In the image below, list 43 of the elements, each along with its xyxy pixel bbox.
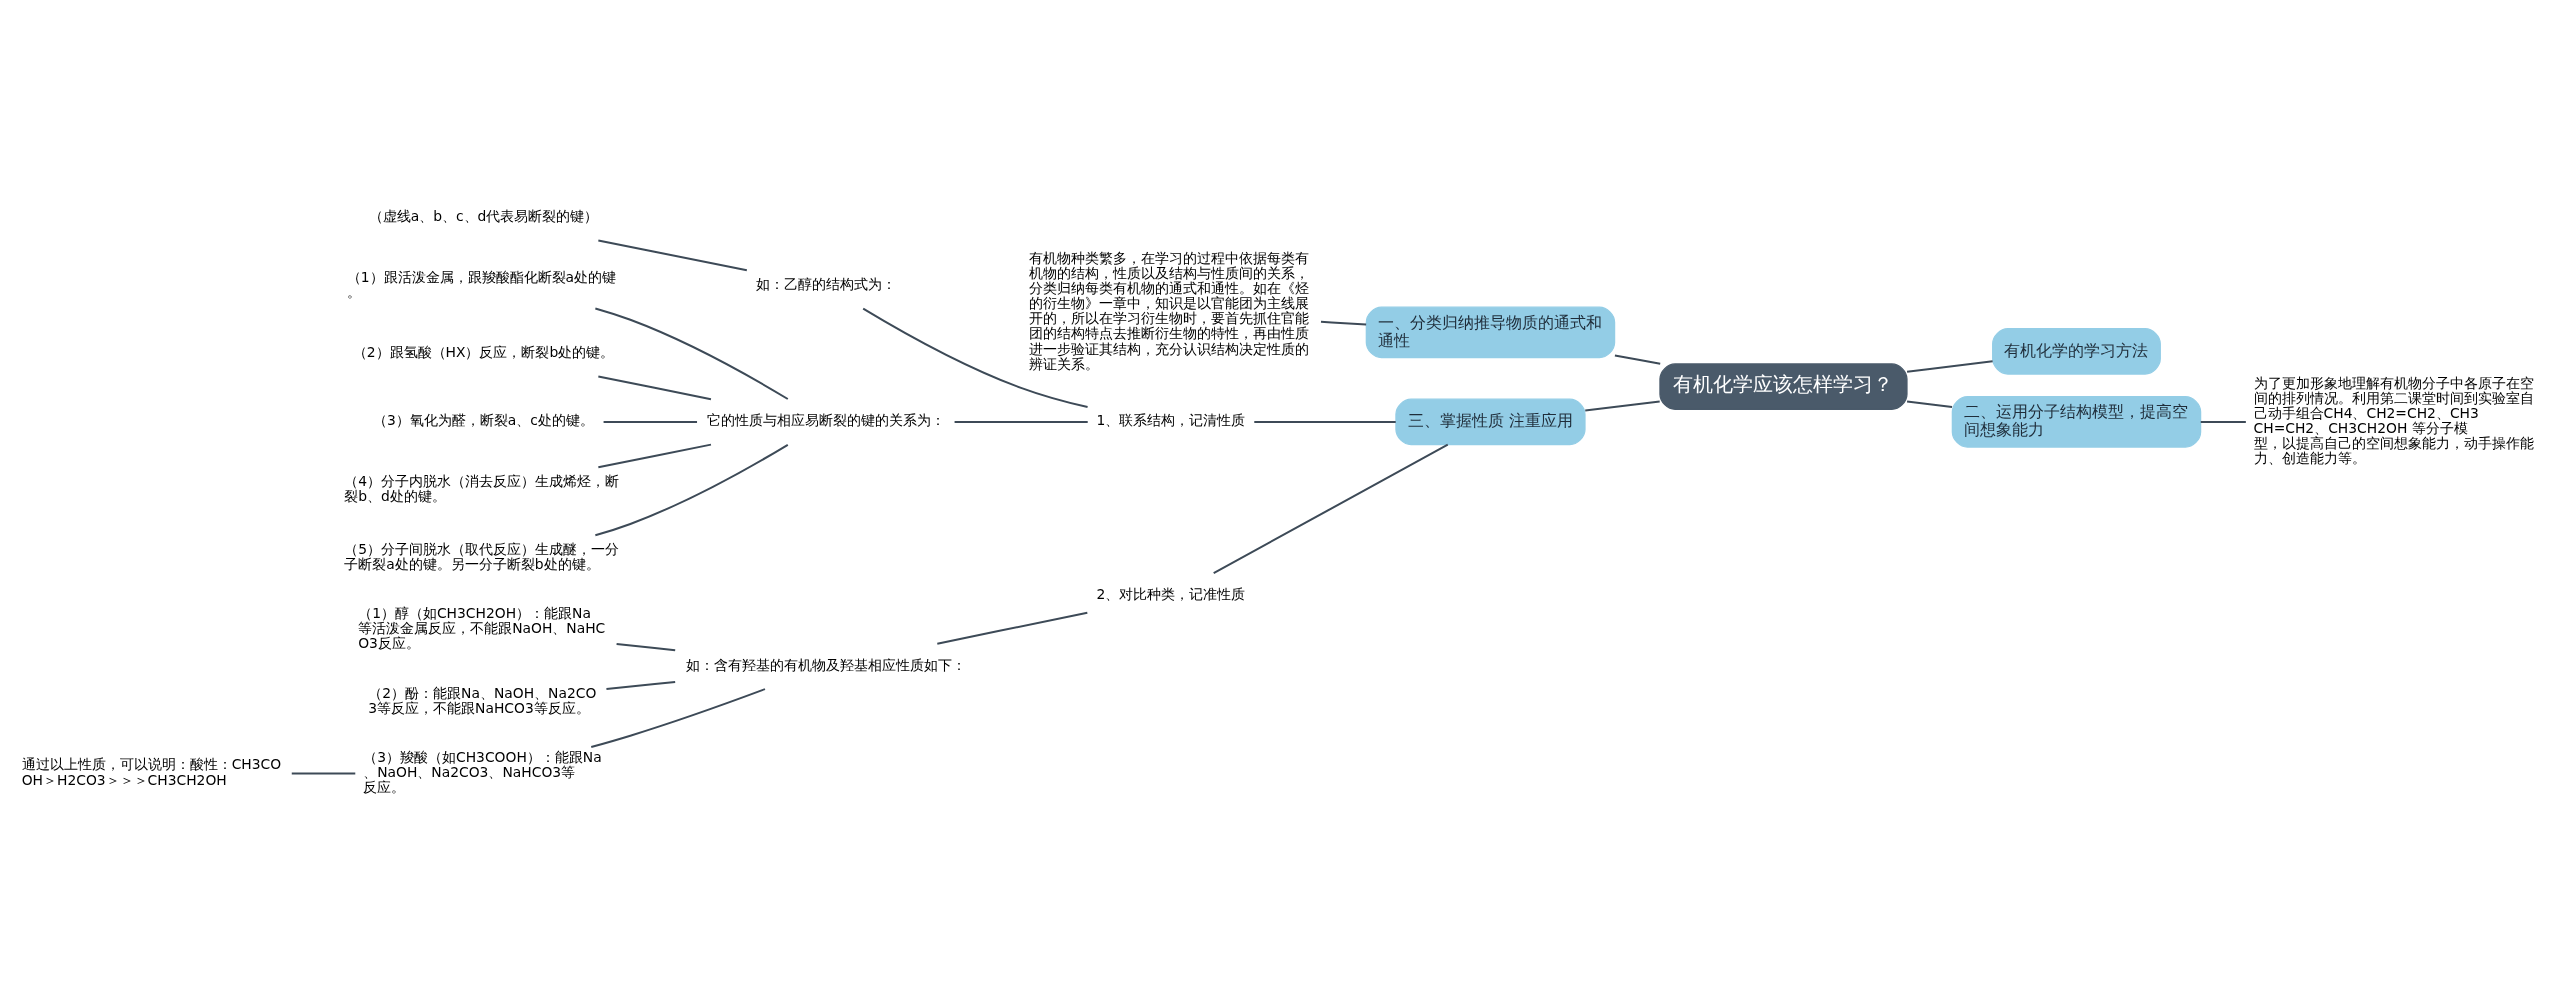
connector [1254, 420, 1396, 423]
node-box: 二、运用分子结构模型，提高空间想象能力 [1951, 396, 2202, 448]
node-text: 为了更加形象地理解有机物分子中各原子在空间的排列情况。利用第二课堂时间到实验室自己动手组合CH4、CH2=CH2、CH3CH=CH2、CH3CH2OH 等分子模型，以提高自己的空间想象能力，动手操作能力、创造能力等。 [2253, 374, 2534, 467]
connector [595, 307, 789, 400]
connector [2200, 420, 2246, 423]
node-text: （3）氧化为醛，断裂a、c处的键。 [373, 412, 594, 429]
node-text: （3）羧酸（如CH3COOH）：能跟Na、NaOH、Na2CO3、NaHCO3等反应。 [363, 748, 602, 796]
connector [598, 443, 712, 469]
connector [606, 680, 676, 691]
connector [603, 420, 698, 423]
node-text: 通过以上性质，可以说明：酸性：CH3COOH＞H2CO3＞＞＞CH3CH2OH [21, 756, 282, 788]
node-text: （5）分子间脱水（取代反应）生成醚，一分子断裂a处的键。另一分子断裂b处的键。 [344, 540, 620, 573]
connector [598, 375, 712, 401]
node-text: （虚线a、b、c、d代表易断裂的键） [368, 208, 599, 225]
connector [1906, 400, 1953, 408]
node-text: 它的性质与相应易断裂的键的关系为： [706, 412, 945, 429]
node-box: 一、分类归纳推导物质的通式和通性 [1365, 306, 1616, 359]
connector [1213, 443, 1449, 574]
connector [598, 239, 748, 272]
node-text: 如：含有羟基的有机物及羟基相应性质如下： [685, 656, 966, 673]
connector [1614, 354, 1661, 365]
node-text: 有机物种类繁多，在学习的过程中依据每类有机物的结构，性质以及结构与性质间的关系，分类归纳每类有机物的通式和通性。如在《烃的衍生物》一章中，知识是以官能团为主线展开的，所以在学习衍生物时，要首先抓住官能团的结构特点去推断衍生物的特性，再由性质进一步验证其结构，充分认识结构决定性质的辨证关系。 [1028, 249, 1309, 372]
connector [616, 643, 676, 652]
connector [590, 688, 766, 748]
connector [595, 443, 789, 537]
node-box: 有机化学应该怎样学习？ [1659, 363, 1908, 410]
node-text: （1）跟活泼金属，跟羧酸酯化断裂a处的键。 [346, 268, 617, 300]
node-text: （2）跟氢酸（HX）反应，断裂b处的键。 [352, 344, 615, 361]
connector [954, 420, 1088, 423]
connector [1906, 360, 1993, 373]
node-text: （2）酚：能跟Na、NaOH、Na2CO3等反应，不能跟NaHCO3等反应。 [368, 684, 597, 716]
node-box: 三、掌握性质 注重应用 [1395, 398, 1586, 446]
node-text: 2、对比种类，记准性质 [1096, 586, 1246, 603]
connector [291, 772, 356, 775]
connector [937, 611, 1088, 645]
node-text: 1、联系结构，记清性质 [1096, 412, 1246, 429]
connector [1320, 320, 1367, 326]
node-text: （1）醇（如CH3CH2OH）：能跟Na等活泼金属反应，不能跟NaOH、NaHCO3反应。 [358, 605, 606, 652]
node-text: 如：乙醇的结构式为： [755, 276, 896, 293]
node-box: 有机化学的学习方法 [1992, 328, 2161, 375]
connector [862, 307, 1088, 409]
node-text: （4）分子内脱水（消去反应）生成烯烃，断裂b、d处的键。 [344, 472, 620, 505]
connector [1585, 400, 1660, 412]
